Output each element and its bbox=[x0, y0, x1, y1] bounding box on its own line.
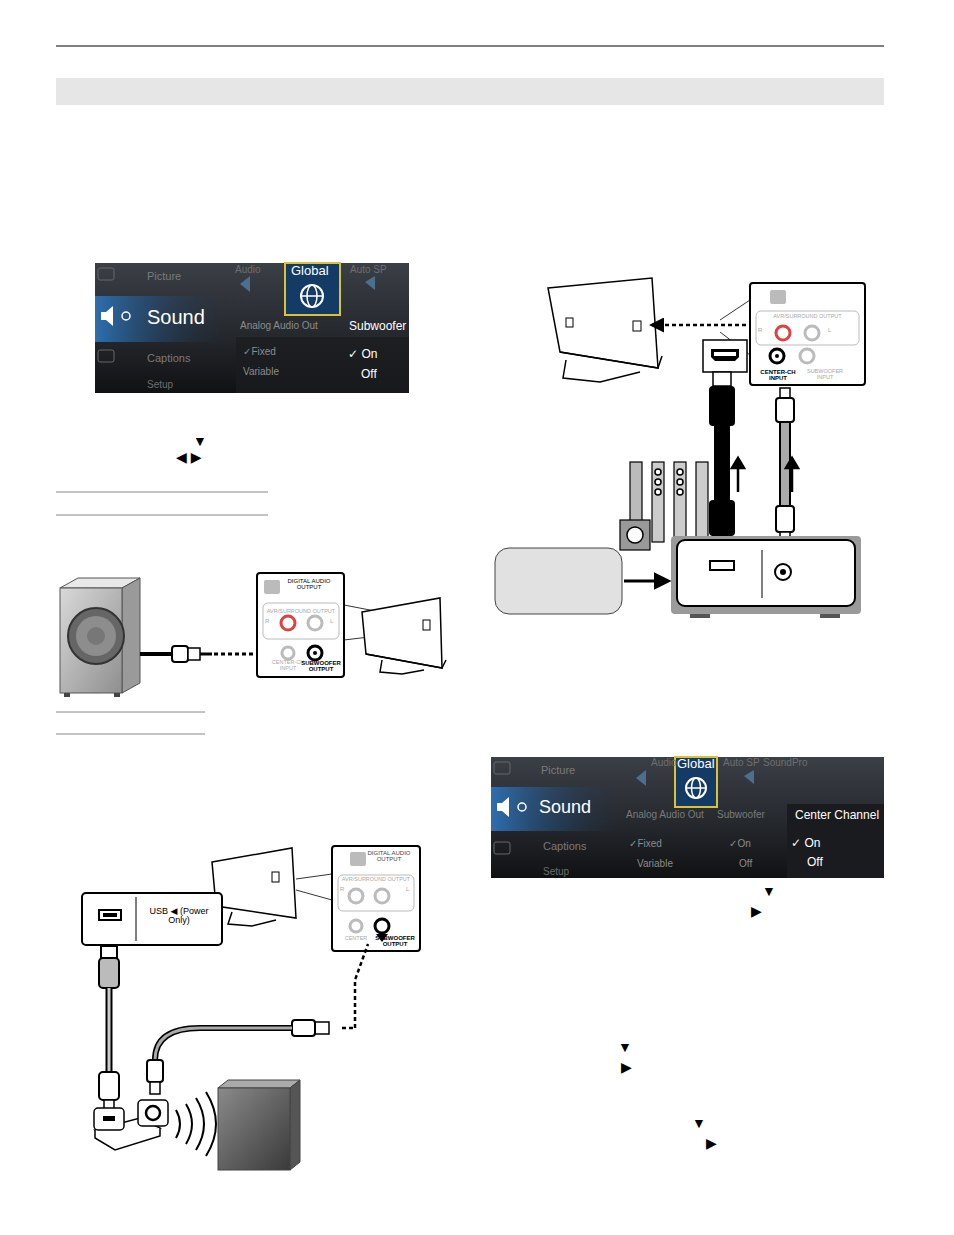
node-text: Off bbox=[807, 856, 823, 869]
node-text: Off bbox=[739, 859, 752, 870]
node-text: Global bbox=[291, 264, 329, 278]
node-text: Sound bbox=[539, 798, 591, 817]
node-text: R bbox=[340, 886, 344, 892]
node-text: Setup bbox=[147, 380, 173, 391]
node-text: Audio bbox=[651, 758, 677, 769]
node-text: DIGITAL AUDIO OUTPUT bbox=[287, 578, 331, 591]
node-text: ✓Fixed bbox=[243, 347, 276, 358]
node-text: Global bbox=[677, 757, 715, 771]
connector-panel: AVR/SURROUND OUTPUT R L CENTER-CH INPUTSUBW… bbox=[750, 283, 865, 385]
node-text: Analog Audio Out bbox=[240, 321, 318, 332]
node-text: Analog Audio Out bbox=[626, 810, 704, 821]
arrow-key-symbol: ▶ bbox=[706, 1136, 717, 1150]
node-text: ✓On bbox=[729, 839, 751, 850]
node-text: Picture bbox=[541, 765, 575, 777]
node-text: USB ◀ (Power Only) bbox=[144, 907, 214, 926]
node-text: Subwoofer bbox=[349, 320, 406, 333]
arrow-key-symbol: ▼ bbox=[762, 884, 776, 898]
usb-port-panel: USB ◀ (Power Only) bbox=[82, 893, 222, 945]
node-text: DIGITAL AUDIO OUTPUT bbox=[364, 850, 414, 863]
node-text: Subwoofer bbox=[717, 810, 765, 821]
arrow-key-symbol: ▶ bbox=[621, 1060, 632, 1074]
connector-panel: DIGITAL AUDIO OUTPUT AVR/SURROUND OUTPUT R… bbox=[332, 846, 420, 951]
node-text: L bbox=[406, 886, 409, 892]
arrow-key-symbol: ▶ bbox=[751, 904, 762, 918]
node-text: Captions bbox=[147, 353, 190, 365]
node-text: AVR/SURROUND OUTPUT bbox=[263, 609, 339, 615]
node-text: Auto SP bbox=[350, 265, 387, 276]
node-text: L bbox=[828, 327, 831, 333]
node-text: Setup bbox=[543, 867, 569, 878]
node-text: L bbox=[330, 618, 333, 624]
menu-screen: PictureSoundCaptionsSetup AudioGlobal Auto… bbox=[491, 757, 884, 878]
arrow-key-symbol: ◀ ▶ bbox=[176, 450, 201, 464]
arrow-key-symbol: ▼ bbox=[618, 1040, 632, 1054]
node-text: SUBWOOFER OUTPUT bbox=[297, 660, 345, 673]
node-text: ✓Fixed bbox=[629, 839, 662, 850]
node-text: Auto SP bbox=[723, 758, 760, 769]
menu-screen: PictureSoundCaptionsSetup Audio Global Auto… bbox=[95, 263, 409, 393]
connector-panel: DIGITAL AUDIO OUTPUT AVR/SURROUND OUTPUT R… bbox=[257, 573, 344, 677]
node-text: ✓ On bbox=[791, 837, 820, 850]
node-text: CENTER-CH INPUT bbox=[752, 369, 804, 382]
node-text: SoundPro bbox=[763, 758, 807, 769]
node-text: Center Channel bbox=[795, 809, 879, 822]
node-text: CENTER bbox=[336, 936, 376, 942]
node-text: Sound bbox=[147, 307, 205, 328]
node-text: Picture bbox=[147, 271, 181, 283]
arrow-key-symbol: ▼ bbox=[193, 434, 207, 448]
node-text: Variable bbox=[243, 367, 279, 378]
node-text: Audio bbox=[235, 265, 261, 276]
node-text: Variable bbox=[637, 859, 673, 870]
node-text: AVR/SURROUND OUTPUT bbox=[338, 877, 414, 883]
node-text: ✓ On bbox=[348, 348, 377, 361]
arrow-key-symbol: ▼ bbox=[692, 1116, 706, 1130]
node-text: Captions bbox=[543, 841, 586, 853]
node-text: Off bbox=[361, 368, 377, 381]
node-text: AVR/SURROUND OUTPUT bbox=[756, 314, 859, 320]
node-text: R bbox=[265, 618, 269, 624]
node-text: SUBWOOFER INPUT bbox=[800, 369, 850, 381]
node-text: R bbox=[758, 327, 762, 333]
node-text: SUBWOOFER OUTPUT bbox=[372, 935, 418, 948]
